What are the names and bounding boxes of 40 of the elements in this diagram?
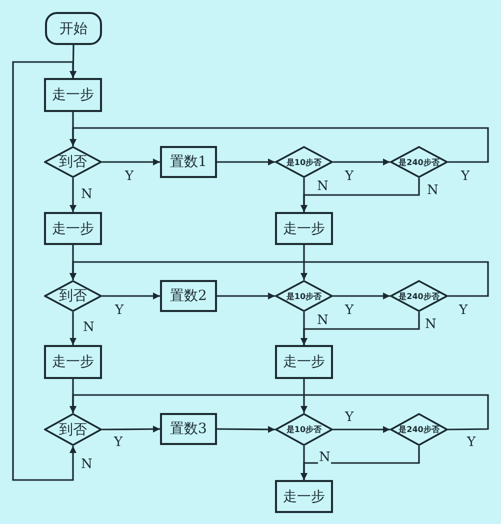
arrow — [70, 394, 489, 430]
arrow — [70, 312, 76, 345]
arrow — [70, 178, 76, 212]
process-box: 走一步 — [44, 78, 102, 112]
decision-diamond: 是240步否 — [390, 413, 448, 446]
arrow — [70, 261, 489, 297]
arrow — [333, 426, 390, 433]
arrow — [300, 446, 420, 480]
decision-diamond: 到否 — [44, 146, 102, 178]
process-box: 置数2 — [160, 280, 217, 312]
arrow — [217, 158, 275, 166]
process-box: 走一步 — [275, 480, 333, 513]
arrow — [300, 245, 308, 280]
arrow — [300, 379, 308, 413]
decision-diamond: 是10步否 — [275, 413, 333, 446]
arrow — [102, 158, 160, 166]
decision-diamond: 是240步否 — [390, 280, 448, 312]
arrow — [70, 127, 489, 163]
decision-diamond: 是10步否 — [275, 280, 333, 312]
start-terminal: 开始 — [45, 12, 102, 45]
process-box: 走一步 — [44, 212, 102, 245]
arrow — [102, 426, 160, 433]
process-box: 置数1 — [160, 146, 217, 178]
arrow — [300, 178, 420, 212]
decision-diamond: 是240步否 — [390, 146, 448, 178]
decision-diamond: 到否 — [44, 280, 102, 312]
process-box: 走一步 — [275, 212, 333, 245]
edge-label: N — [318, 451, 332, 465]
arrow — [333, 158, 390, 166]
arrow — [12, 61, 76, 481]
process-box: 置数3 — [160, 413, 217, 445]
arrow — [333, 292, 390, 300]
decision-diamond: 到否 — [44, 413, 102, 446]
arrow — [217, 292, 275, 300]
process-box: 走一步 — [275, 345, 333, 379]
arrow — [102, 292, 160, 300]
arrow — [300, 312, 420, 345]
process-box: 走一步 — [44, 345, 102, 379]
decision-diamond: 是10步否 — [275, 146, 333, 178]
arrow — [217, 426, 275, 433]
